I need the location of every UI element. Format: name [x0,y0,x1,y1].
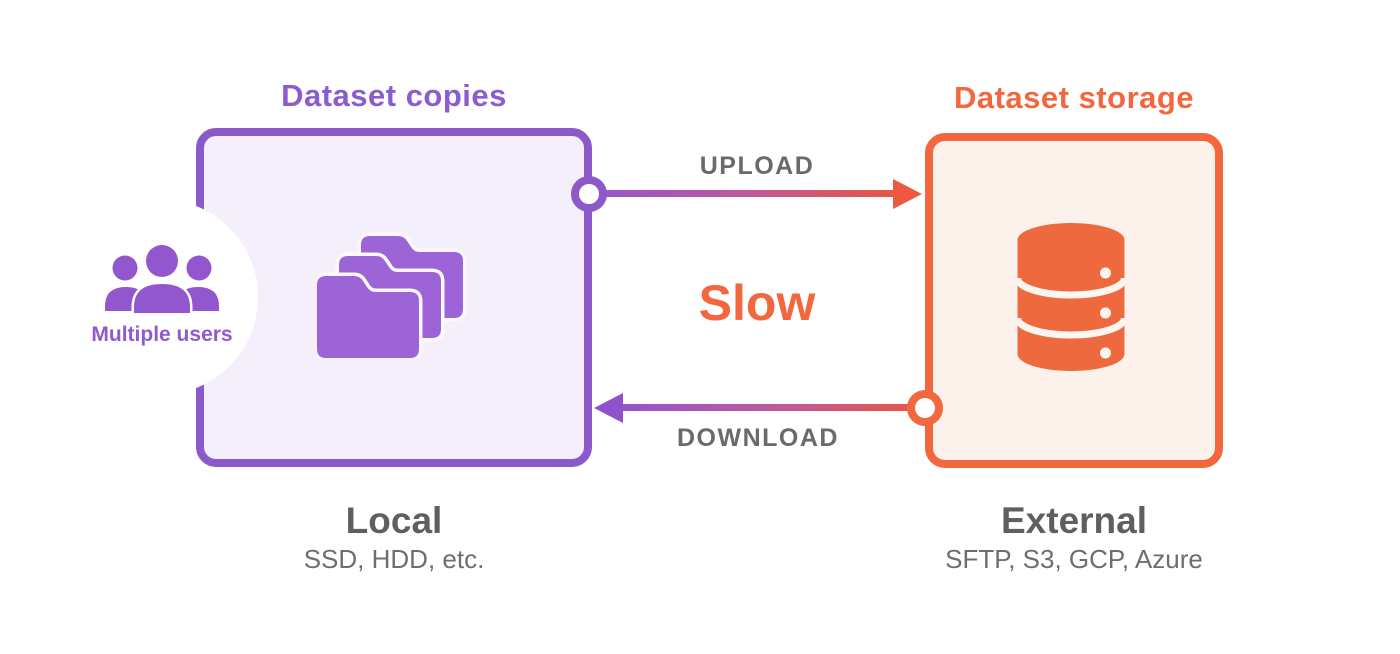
download-label: DOWNLOAD [677,424,839,452]
folders-icon [313,228,467,363]
speed-label: Slow [698,275,816,331]
download-arrow-line [620,404,925,411]
external-subcaption: SFTP, S3, GCP, Azure [945,544,1203,574]
users-icon [103,242,221,324]
external-caption: External [1000,500,1148,541]
upload-arrowhead-icon [893,179,922,209]
local-caption: Local [345,500,443,541]
users-badge-label: Multiple users [91,323,233,346]
local-subcaption: SSD, HDD, etc. [303,544,485,574]
database-icon [1014,223,1128,376]
left-box-title: Dataset copies [281,78,507,113]
download-connector-dot [907,390,943,426]
download-arrowhead-icon [594,393,623,423]
right-box-title: Dataset storage [953,80,1195,115]
upload-connector-dot [571,176,607,212]
upload-arrow-line [589,190,896,197]
upload-label: UPLOAD [699,152,815,180]
users-badge: Multiple users [62,199,258,395]
